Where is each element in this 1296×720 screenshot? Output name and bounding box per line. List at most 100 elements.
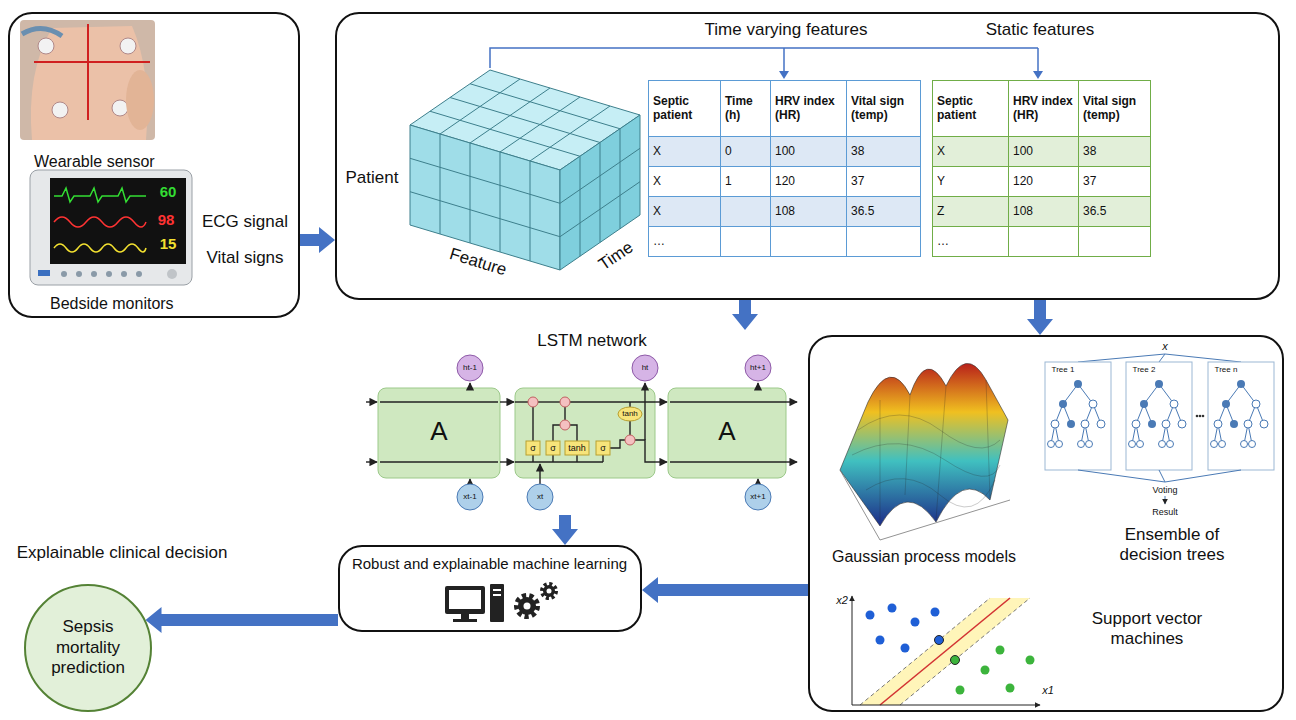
monitor-picture: [30, 170, 192, 285]
table-cell: X: [648, 166, 721, 197]
svm-plot: [852, 596, 1040, 705]
table-value: X: [653, 175, 661, 189]
table-cell: HRV index (HR): [1008, 80, 1079, 137]
table-cell: [846, 226, 921, 257]
process-box: Robust and explainable machine learning: [338, 545, 642, 632]
table-cell: 120: [770, 166, 847, 197]
flow-arrow: [300, 227, 335, 253]
label-text: Explainable clinical decision: [17, 543, 228, 563]
table-cell: X: [648, 196, 721, 227]
gaussian-surface: [840, 363, 1010, 540]
label-text: Tree n: [1215, 365, 1238, 374]
node-text: Bedside monitors: [50, 294, 250, 313]
label-text: Tree 2: [1133, 365, 1156, 374]
table-header: HRV index (HR): [775, 95, 842, 123]
flow-arrow: [552, 515, 578, 545]
table-cell: 120: [1008, 166, 1079, 197]
table-cell: 108: [770, 196, 847, 227]
label-text: ht-1: [463, 363, 477, 372]
data-cube: [410, 70, 640, 270]
label-text: Time: [595, 238, 637, 275]
table-cell: 0: [720, 136, 771, 167]
label-text: Voting: [1152, 485, 1177, 495]
model-panel: Gaussian process models Ensemble of decis…: [808, 335, 1284, 712]
table-value: 120: [1013, 175, 1033, 189]
table-cell: 36.5: [1078, 196, 1151, 227]
table-header: Septic patient: [653, 95, 716, 123]
node-text: Sepsis mortality prediction: [36, 617, 140, 678]
label-text: 15: [160, 235, 177, 252]
table-cell: [720, 226, 771, 257]
node-text: Time varying features: [676, 20, 896, 40]
table-cell: 100: [1008, 136, 1079, 167]
feature-bracket: [490, 48, 1043, 79]
table-value: X: [653, 145, 661, 159]
table-value: 36.5: [1083, 205, 1106, 219]
table-value: …: [937, 235, 949, 249]
outcome-circle: Sepsis mortality prediction: [24, 584, 152, 712]
table-cell: [1078, 226, 1151, 257]
flow-arrow: [146, 607, 339, 633]
edge-label: ECG signal: [202, 212, 288, 232]
table-cell: …: [648, 226, 721, 257]
table-value: 100: [775, 145, 795, 159]
table-value: 37: [1083, 175, 1096, 189]
flow-arrow: [732, 300, 758, 330]
device-panel: Wearable sensorBedside monitors: [8, 12, 300, 318]
lstm-cells: [366, 355, 797, 510]
label-text: σ: [550, 443, 556, 453]
table-cell: [770, 226, 847, 257]
label-text: A: [718, 417, 735, 447]
label-text: x1: [1042, 684, 1054, 697]
table-value: …: [653, 235, 665, 249]
label-text: Patient: [346, 168, 399, 188]
table-value: 38: [1083, 145, 1096, 159]
table-cell: Vital sign (temp): [1078, 80, 1151, 137]
table-cell: Y: [932, 166, 1009, 197]
table-value: 120: [775, 175, 795, 189]
node-text: Static features: [960, 20, 1120, 40]
table-value: 1: [725, 175, 732, 189]
table-cell: 1: [720, 166, 771, 197]
table-header: Septic patient: [937, 95, 1004, 123]
table-value: 108: [1013, 205, 1033, 219]
node-text: Wearable sensor: [34, 152, 234, 171]
table-value: 36.5: [851, 205, 874, 219]
table-cell: [1008, 226, 1079, 257]
table-value: Z: [937, 205, 944, 219]
label-text: 60: [160, 183, 177, 200]
table-cell: Septic patient: [932, 80, 1009, 137]
label-text: x: [1162, 340, 1168, 353]
table-cell: …: [932, 226, 1009, 257]
node-text: Ensemble of decision trees: [1092, 525, 1252, 566]
patient-photo: [20, 20, 155, 140]
table-value: 108: [775, 205, 795, 219]
label-text: x2: [836, 594, 848, 607]
node-text: Gaussian process models: [814, 547, 1034, 566]
label-text: Vital signs: [206, 248, 283, 268]
label-text: ht+1: [750, 363, 766, 372]
computer-icon: [445, 584, 556, 622]
label-text: A: [430, 417, 447, 447]
table-cell: X: [932, 136, 1009, 167]
label-text: ht: [642, 363, 649, 372]
label-text: 98: [158, 211, 175, 228]
label-text: σ: [530, 443, 536, 453]
flow-arrow: [642, 577, 808, 603]
table-cell: HRV index (HR): [770, 80, 847, 137]
table-value: X: [937, 145, 945, 159]
table-cell: Z: [932, 196, 1009, 227]
table-value: 37: [851, 175, 864, 189]
table-cell: Vital sign (temp): [846, 80, 921, 137]
table-header: Vital sign (temp): [851, 95, 916, 123]
table-cell: 108: [1008, 196, 1079, 227]
table-value: X: [653, 205, 661, 219]
table-value: 100: [1013, 145, 1033, 159]
label-text: xt-1: [463, 492, 476, 501]
label-text: Result: [1152, 507, 1178, 517]
node-text: Support vector machines: [1072, 609, 1222, 650]
table-value: Y: [937, 175, 945, 189]
table-value: 38: [851, 145, 864, 159]
table-cell: 38: [846, 136, 921, 167]
label-text: xt: [537, 492, 543, 501]
